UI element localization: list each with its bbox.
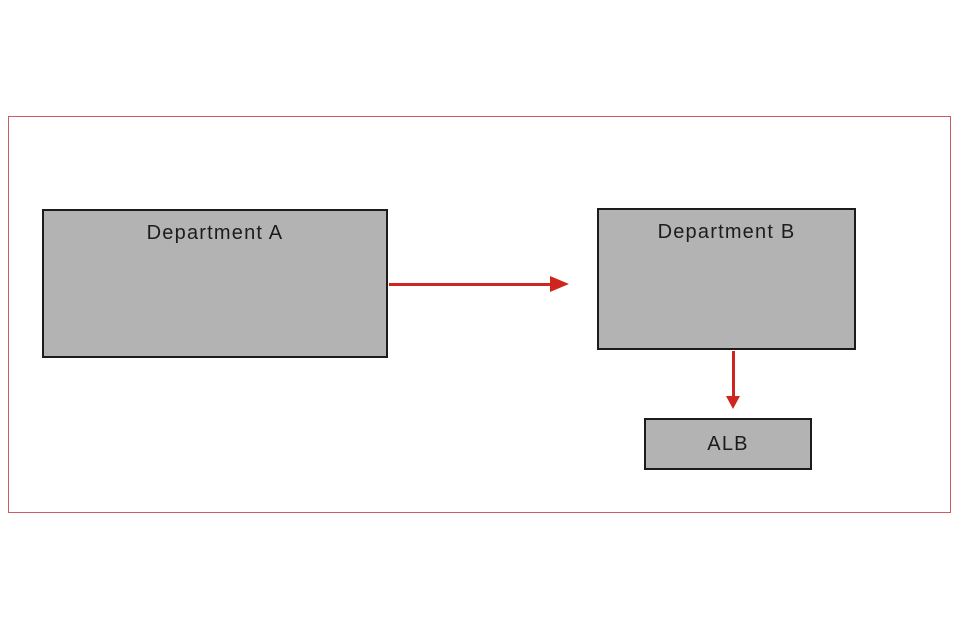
node-alb-label: ALB xyxy=(707,432,749,455)
arrow-down-icon xyxy=(726,396,740,409)
node-department-a: Department A xyxy=(42,209,388,358)
node-department-b-label: Department B xyxy=(657,221,796,243)
node-alb: ALB xyxy=(644,418,812,470)
node-department-b: Department B xyxy=(597,208,856,350)
node-department-a-label: Department A xyxy=(146,222,284,244)
edge-dept-b-to-alb-line xyxy=(732,351,735,396)
arrow-right-icon xyxy=(550,276,569,292)
diagram-boundary-frame xyxy=(8,116,951,513)
edge-dept-a-to-dept-b-line xyxy=(389,283,550,286)
